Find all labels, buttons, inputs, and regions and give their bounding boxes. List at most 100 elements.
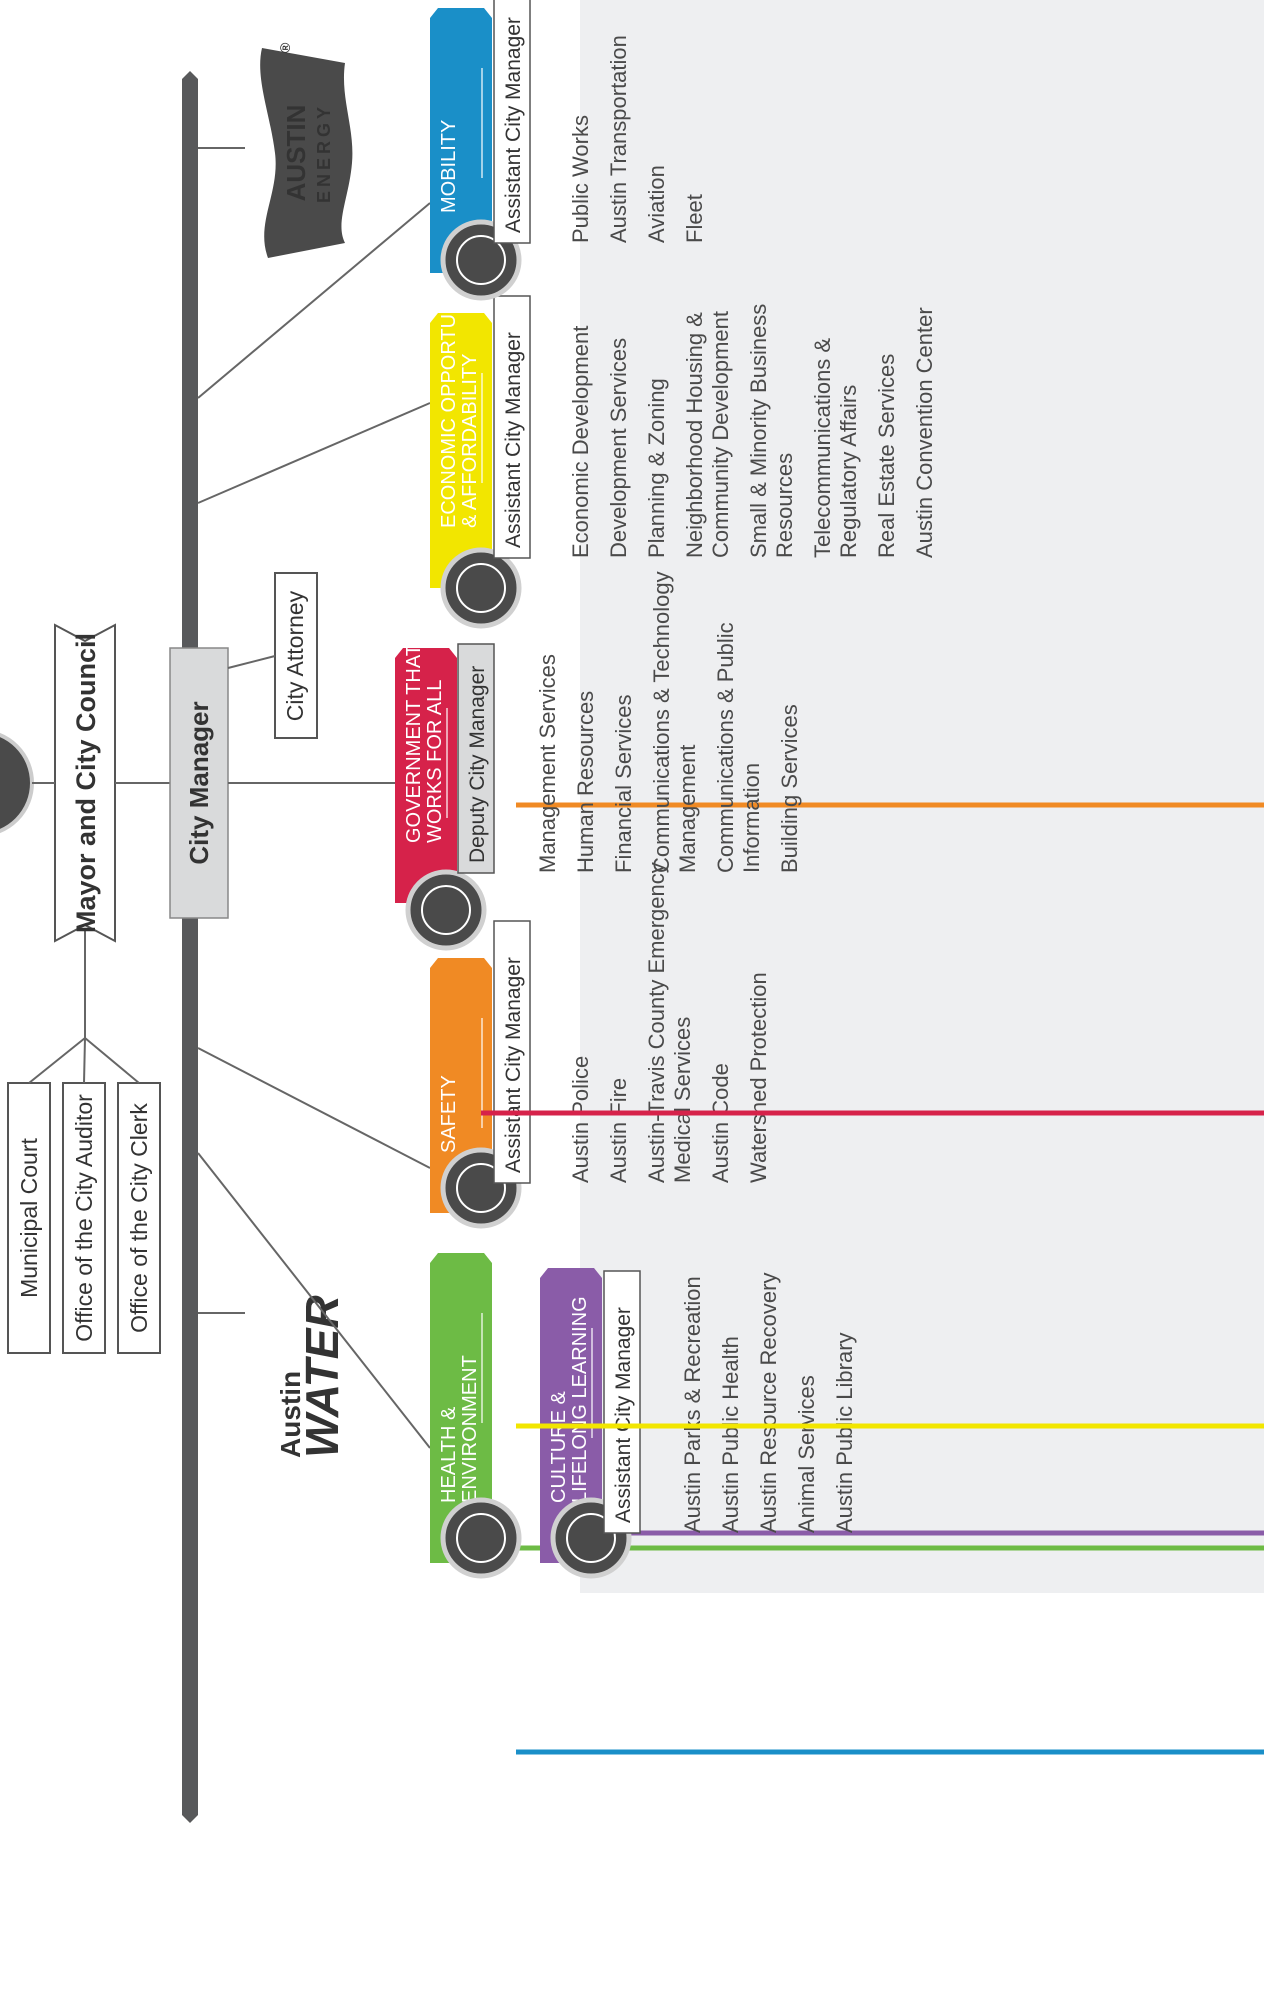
safety-manager-frame	[493, 920, 531, 1184]
culture-ribbon	[540, 1268, 602, 1563]
government-manager-frame	[457, 643, 495, 874]
leaf-flower-icon	[440, 1497, 522, 1579]
austin-energy-swoosh-icon	[260, 48, 353, 258]
economic-department-4-line-2: Community Development	[708, 311, 733, 558]
mobility-connector	[197, 202, 431, 399]
city-manager-box: City Manager	[169, 647, 229, 919]
economic-department-8: Austin Convention Center	[912, 307, 937, 558]
mobility-ribbon	[430, 8, 492, 273]
council-title: Mayor and City Council	[71, 633, 101, 933]
culture-title-line-2: LIFELONG LEARNING	[569, 1296, 591, 1503]
economic-department-2: Development Services	[606, 338, 631, 558]
economic-manager-label: Assistant City Manager	[502, 332, 525, 548]
city-manager-trunk	[182, 71, 198, 1823]
austin-energy-sub: ENERGY	[314, 103, 334, 203]
side-office-connector	[28, 928, 140, 1084]
government-department-5-line-1: Communications & Public	[713, 622, 738, 873]
culture-department-3: Austin Resource Recovery	[756, 1273, 781, 1533]
culture-title-line-1: CULTURE &	[548, 1390, 570, 1503]
culture-department-5: Austin Public Library	[832, 1332, 857, 1533]
mobility-manager-frame	[493, 0, 531, 244]
handshake-icon	[440, 547, 522, 629]
government-department-2: Human Resources	[573, 691, 598, 873]
mobility-department-4: Fleet	[682, 194, 707, 243]
city-attorney-box: City Attorney	[274, 572, 318, 739]
economic-department-6-line-1: Telecommunications &	[810, 338, 835, 558]
economic-department-1: Economic Development	[568, 326, 593, 558]
side-office-label: Office of the City Clerk	[126, 1103, 152, 1333]
government-ribbon	[395, 648, 457, 903]
mobility-department-3: Aviation	[644, 165, 669, 243]
government-building-icon	[405, 869, 487, 951]
safety-manager-label: Assistant City Manager	[502, 957, 525, 1173]
safety-department-1: Austin Police	[568, 1056, 593, 1183]
government-title-line-2: WORKS FOR ALL	[424, 680, 446, 843]
handshake-icon-ring	[456, 563, 506, 613]
government-title-line-1: GOVERNMENT THAT	[403, 644, 425, 843]
economic-department-4-line-1: Neighborhood Housing &	[682, 312, 707, 558]
safety-title-line-1: SAFETY	[438, 1075, 460, 1153]
outcome-mobility: MOBILITY Assistant City Manager Public Wor…	[430, 0, 1264, 1755]
side-office-label: Office of the City Auditor	[71, 1094, 97, 1342]
safety-connector	[197, 1047, 431, 1169]
outcome-health: HEALTH &ENVIRONMENT	[430, 1253, 1264, 1579]
safety-manager-box: Assistant City Manager	[493, 920, 531, 1184]
mobility-manager-box: Assistant City Manager	[493, 0, 531, 244]
economic-department-5-line-1: Small & Minority Business	[746, 304, 771, 558]
austin-energy-registered: ®	[277, 42, 293, 53]
city-manager-title: City Manager	[184, 701, 214, 864]
economic-manager-frame	[493, 295, 531, 559]
austin-water-word: Austin	[275, 1371, 306, 1458]
government-manager-label: Deputy City Manager	[466, 666, 489, 863]
austin-water-brand: WATER	[296, 1295, 348, 1458]
health-connector	[197, 1152, 431, 1449]
city-attorney-frame	[274, 572, 318, 739]
side-office-box: Office of the City Auditor	[62, 1082, 106, 1354]
health-ribbon	[430, 1253, 492, 1563]
mobility-title-line-1: MOBILITY	[438, 120, 460, 213]
culture-manager-frame	[603, 1270, 641, 1534]
health-title-line-2: ENVIRONMENT	[459, 1355, 481, 1503]
government-department-6: Building Services	[777, 704, 802, 873]
outcome-culture: CULTURE &LIFELONG LEARNING Assistant City…	[540, 1268, 1264, 1579]
mobility-department-1: Public Works	[568, 115, 593, 243]
safety-department-5: Watershed Protection	[746, 972, 771, 1183]
public-seal-icon	[0, 729, 34, 837]
leaf-flower-icon-ring	[456, 1513, 506, 1563]
government-department-1: Management Services	[535, 654, 560, 873]
economic-ribbon	[430, 313, 492, 588]
government-building-icon-ring	[421, 885, 471, 935]
side-office-box: Municipal Court	[7, 1082, 51, 1354]
side-office-label: Municipal Court	[16, 1138, 42, 1298]
mobility-manager-label: Assistant City Manager	[502, 17, 525, 233]
culture-department-1: Austin Parks & Recreation	[680, 1276, 705, 1533]
austin-energy-word: AUSTIN	[281, 105, 311, 202]
open-book-icon-ring	[566, 1513, 616, 1563]
city-attorney-label: City Attorney	[282, 590, 308, 721]
economic-title-line-2: & AFFORDABILITY	[459, 354, 481, 528]
outcomes-panel	[580, 0, 1264, 1593]
government-department-4-line-1: Communications & Technology	[649, 571, 674, 873]
mobility-department-2: Austin Transportation	[606, 35, 631, 243]
government-department-3: Financial Services	[611, 694, 636, 873]
outcomes-panel-mask	[590, 1603, 1264, 2013]
side-office-box: Office of the City Clerk	[117, 1082, 161, 1354]
culture-manager-box: Assistant City Manager	[603, 1270, 641, 1534]
economic-connector	[197, 402, 431, 504]
government-department-4-line-2: Management	[675, 745, 700, 873]
safety-department-3-line-2: Medical Services	[670, 1017, 695, 1183]
economic-department-6-line-2: Regulatory Affairs	[836, 385, 861, 558]
culture-department-2: Austin Public Health	[718, 1336, 743, 1533]
safety-department-4: Austin Code	[708, 1063, 733, 1183]
health-title-line-1: HEALTH &	[438, 1406, 460, 1503]
government-manager-box: Deputy City Manager	[457, 643, 495, 874]
council-banner: Mayor and City Council	[54, 623, 116, 943]
economic-department-5-line-2: Resources	[772, 453, 797, 558]
